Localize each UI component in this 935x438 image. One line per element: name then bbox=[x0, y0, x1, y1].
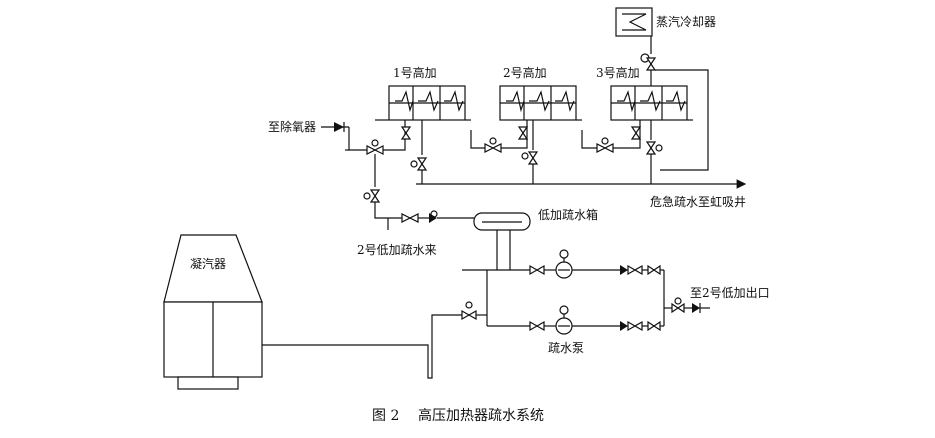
lp-drain-tank-label: 低加疏水箱 bbox=[538, 207, 598, 222]
condenser bbox=[163, 234, 263, 390]
steam-cooler-label: 蒸汽冷却器 bbox=[656, 14, 716, 29]
hp3-emergency-valve[interactable] bbox=[645, 141, 663, 155]
drain-pump-b bbox=[555, 305, 573, 335]
hp-heater-3 bbox=[610, 85, 688, 121]
steam-cooler: 蒸汽冷却器 bbox=[615, 7, 716, 37]
figure-number: 图 2 bbox=[372, 408, 399, 424]
hp1-to-lp-valve[interactable] bbox=[363, 189, 381, 203]
hp1-drain-valve[interactable] bbox=[366, 139, 384, 155]
hp1-label: 1号高加 bbox=[393, 65, 437, 80]
lp2-outlet-valve[interactable] bbox=[671, 297, 685, 314]
emergency-drain-label: 危急疏水至虹吸井 bbox=[650, 194, 746, 209]
hp2-label: 2号高加 bbox=[503, 65, 547, 80]
steam-cooler-valve[interactable] bbox=[645, 57, 657, 71]
from-lp2-drain-label: 2号低加疏水来 bbox=[357, 242, 437, 257]
pump-a-discharge-valve[interactable] bbox=[627, 264, 643, 276]
hp3-inner-valve[interactable] bbox=[630, 126, 642, 140]
lp-drain-tank bbox=[473, 212, 531, 231]
hp-heater-1 bbox=[388, 85, 466, 121]
hp2-inner-valve[interactable] bbox=[517, 126, 529, 140]
pump-a-suction-valve[interactable] bbox=[529, 264, 545, 276]
recirc-valve[interactable] bbox=[461, 301, 477, 321]
drain-pump-label: 疏水泵 bbox=[548, 340, 584, 355]
to-lp2-outlet-label: 至2号低加出口 bbox=[690, 286, 770, 300]
to-deaerator-label: 至除氧器 bbox=[268, 119, 316, 134]
figure-title: 高压加热器疏水系统 bbox=[418, 407, 544, 424]
pump-b-suction-valve[interactable] bbox=[529, 320, 545, 332]
hp-heater-2 bbox=[499, 85, 577, 121]
pump-a-outlet-valve[interactable] bbox=[647, 264, 661, 276]
pump-b-outlet-valve[interactable] bbox=[647, 320, 661, 332]
figure-caption: 图 2 高压加热器疏水系统 bbox=[372, 407, 544, 424]
lp-inlet-valve[interactable] bbox=[401, 213, 419, 223]
lp-inlet-check[interactable] bbox=[429, 210, 438, 223]
pump-a-check-valve[interactable] bbox=[620, 265, 628, 275]
drain-pump-a bbox=[555, 249, 573, 279]
cascade-valve-2-1[interactable] bbox=[484, 137, 502, 153]
cascade-valve-3-2[interactable] bbox=[596, 137, 614, 153]
lp2-outlet-check[interactable] bbox=[692, 303, 701, 313]
hp3-label: 3号高加 bbox=[596, 65, 640, 80]
hp1-inner-valve[interactable] bbox=[400, 126, 412, 140]
condenser-label: 凝汽器 bbox=[190, 256, 226, 271]
pump-b-discharge-valve[interactable] bbox=[627, 320, 643, 332]
hp2-emergency-valve[interactable] bbox=[521, 151, 539, 165]
deaerator-check-valve[interactable] bbox=[334, 122, 345, 132]
pump-b-check-valve[interactable] bbox=[620, 321, 628, 331]
hp1-emergency-valve[interactable] bbox=[410, 157, 428, 171]
